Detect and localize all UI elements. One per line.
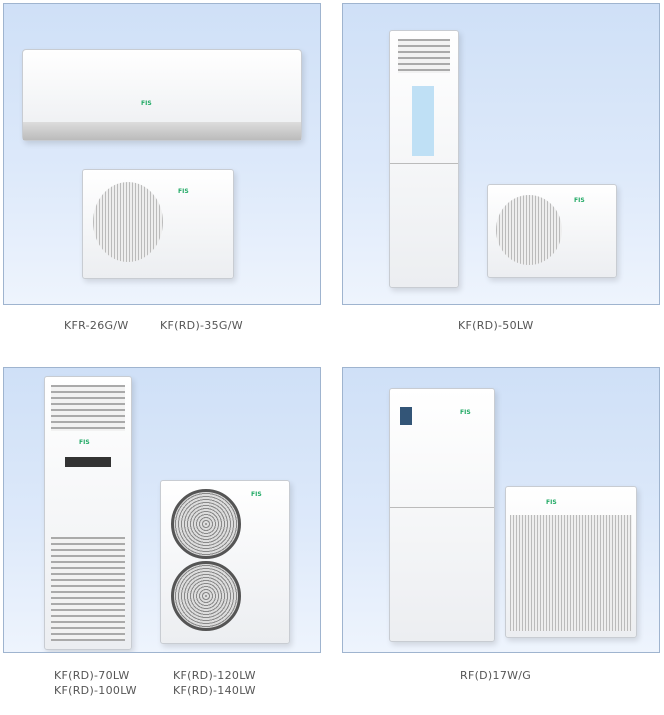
model-caption: KF(RD)-50LW [458, 319, 534, 332]
display-panel [65, 457, 111, 467]
panel-divider [390, 507, 494, 508]
model-caption: RF(D)17W/G [460, 669, 532, 682]
outdoor-unit: FIS [160, 480, 290, 644]
brand-logo: FIS [178, 188, 189, 195]
outdoor-unit: FIS [82, 169, 234, 279]
product-image-floor-standing[interactable]: FIS [342, 3, 660, 305]
fan-grill [93, 182, 163, 262]
brand-logo: FIS [251, 491, 262, 498]
brand-logo: FIS [141, 100, 152, 107]
model-caption: KF(RD)-35G/W [160, 319, 243, 332]
air-vent [51, 385, 125, 431]
product-image-cabinet[interactable]: FIS FIS [3, 367, 321, 653]
product-image-wall-split[interactable]: FIS FIS [3, 3, 321, 305]
model-caption: KF(RD)-100LW [54, 684, 137, 697]
model-caption: KF(RD)-70LW [54, 669, 130, 682]
brand-logo: FIS [79, 439, 90, 446]
display-panel [412, 86, 434, 156]
air-vent [398, 39, 450, 73]
control-label [400, 407, 412, 425]
wall-unit-bottom-trim [23, 122, 301, 140]
brand-logo: FIS [546, 499, 557, 506]
product-image-air-handler[interactable]: FIS FIS [342, 367, 660, 653]
condenser-grill [510, 515, 632, 631]
model-caption: KF(RD)-140LW [173, 684, 256, 697]
condenser-unit: FIS [505, 486, 637, 638]
indoor-cabinet-unit: FIS [44, 376, 132, 650]
panel-divider [390, 163, 458, 164]
air-intake-vent [51, 537, 125, 641]
indoor-floor-unit [389, 30, 459, 288]
model-caption: KF(RD)-120LW [173, 669, 256, 682]
model-caption: KFR-26G/W [64, 319, 129, 332]
outdoor-unit: FIS [487, 184, 617, 278]
brand-logo: FIS [574, 197, 585, 204]
fan-icon [171, 489, 241, 559]
indoor-wall-unit: FIS [22, 49, 302, 141]
air-handler-unit: FIS [389, 388, 495, 642]
fan-grill [496, 195, 562, 265]
brand-logo: FIS [460, 409, 471, 416]
fan-icon [171, 561, 241, 631]
